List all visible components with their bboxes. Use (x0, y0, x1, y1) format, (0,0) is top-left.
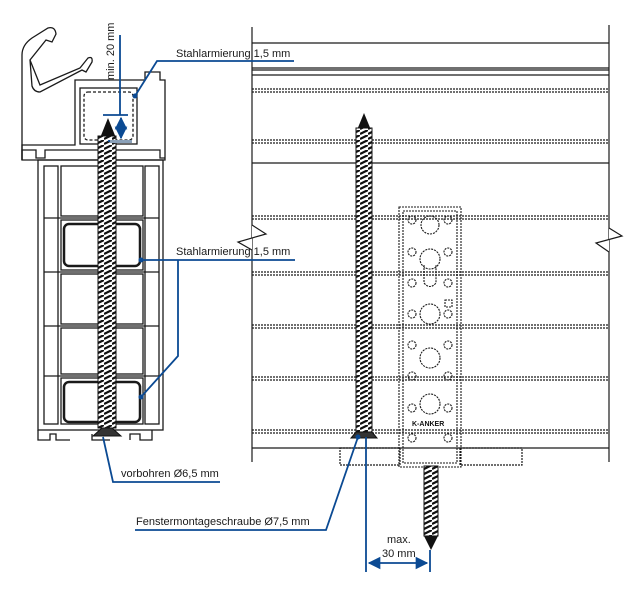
label-predrill: vorbohren Ø6,5 mm (121, 468, 219, 480)
frame-screw-right (349, 113, 379, 439)
leader-dot (355, 434, 361, 440)
front-elevation (236, 25, 624, 466)
leader-dot (138, 257, 144, 263)
anchor-tail-right (459, 447, 523, 466)
frame-screw-left (91, 118, 123, 437)
leader-window-screw (135, 436, 359, 531)
profile-cross-section (21, 26, 166, 441)
anchor-tail-left (339, 447, 401, 466)
leader-steel-lower (140, 260, 179, 398)
upper-steel-reinforcement (83, 91, 134, 141)
leader-dot (138, 394, 144, 400)
leader-steel-top (134, 60, 294, 97)
label-steel-reinforcement-middle: Stahlarmierung 1,5 mm (176, 246, 290, 258)
annotations (102, 35, 431, 572)
label-max-value: 30 mm (382, 548, 416, 560)
anchor-screw (423, 465, 439, 550)
bracket-marking: K-ANKER (412, 421, 444, 428)
frame-inner-left (43, 165, 59, 425)
min-depth-bottom-mark (110, 140, 132, 143)
label-max: max. (387, 534, 411, 546)
frame-inner-right (144, 165, 160, 425)
label-steel-reinforcement-top: Stahlarmierung 1,5 mm (176, 48, 290, 60)
break-mark-left (236, 224, 268, 251)
label-min-depth: min. 20 mm (105, 23, 117, 80)
label-window-screw: Fenstermontageschraube Ø7,5 mm (136, 516, 310, 528)
frame-top-lip (21, 149, 165, 160)
leader-dot (132, 93, 138, 99)
sash-upper (21, 71, 166, 161)
break-mark-right (594, 227, 624, 253)
glazing-bead (21, 26, 93, 160)
anchor-bracket (398, 206, 462, 468)
leader-predrill (102, 436, 220, 483)
